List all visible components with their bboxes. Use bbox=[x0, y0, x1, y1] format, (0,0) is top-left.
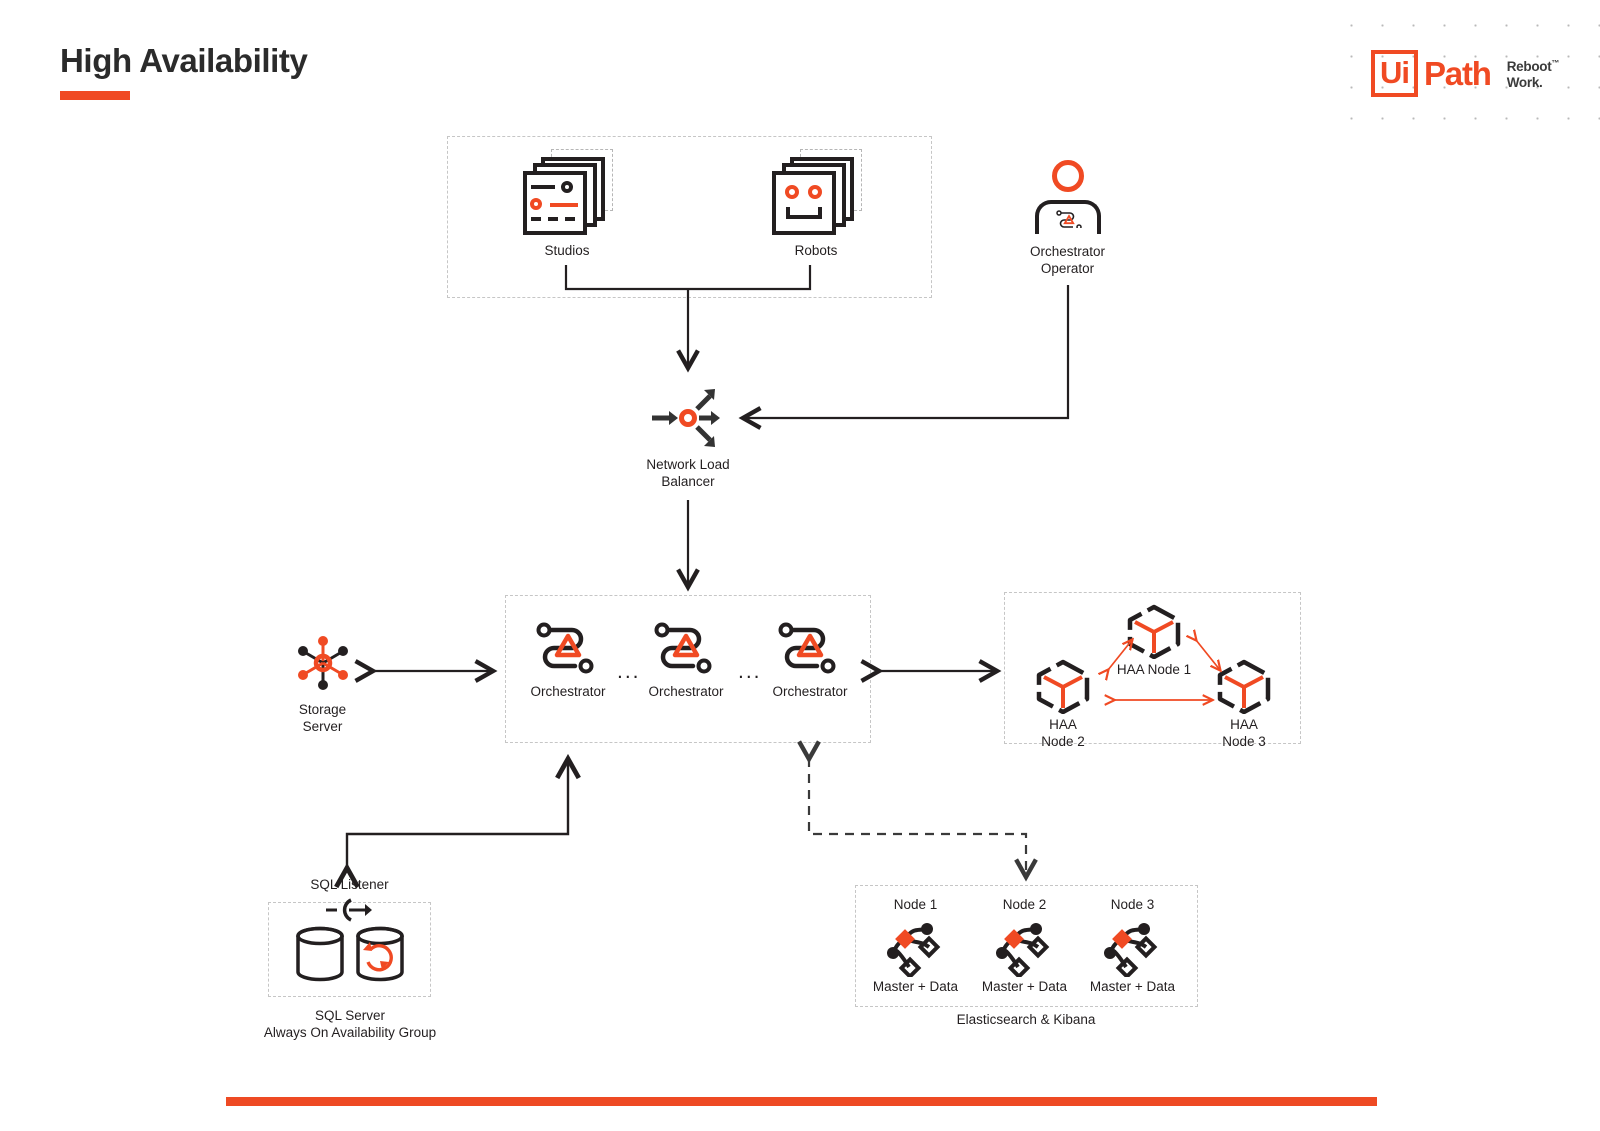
storage-server-icon bbox=[297, 636, 348, 690]
haa-cube-icon bbox=[1036, 659, 1090, 714]
sql-database-pair bbox=[286, 925, 414, 985]
sql-caption-line1: SQL Server bbox=[314, 1008, 386, 1023]
node-orchestrator-3[interactable]: Orchestrator bbox=[766, 620, 854, 700]
node-robots[interactable]: Robots bbox=[768, 149, 864, 259]
elastic-1-role: Master + Data bbox=[872, 979, 959, 995]
footer-rule bbox=[226, 1097, 1377, 1106]
haa-3-label-line1: HAA bbox=[1230, 717, 1258, 732]
studios-stack-icon bbox=[519, 157, 605, 235]
uipath-logo: Ui Path Reboot™ Work. bbox=[1371, 50, 1559, 97]
node-studios[interactable]: Studios bbox=[519, 149, 615, 259]
orchestrator-1-label: Orchestrator bbox=[530, 684, 606, 699]
orchestrator-icon bbox=[654, 622, 712, 674]
sql-server-caption: SQL Server Always On Availability Group bbox=[230, 1008, 470, 1042]
node-orchestrator-operator[interactable]: Orchestrator Operator bbox=[1001, 160, 1134, 278]
page-title: High Availability bbox=[60, 42, 308, 79]
storage-label-line1: Storage bbox=[298, 702, 347, 717]
elastic-2-title: Node 2 bbox=[1002, 897, 1047, 912]
sql-databases-icon bbox=[296, 926, 404, 982]
load-balancer-label-line1: Network Load bbox=[646, 457, 730, 472]
elasticsearch-group-box bbox=[855, 885, 1198, 1007]
orchestrator-3-label: Orchestrator bbox=[772, 684, 848, 699]
haa-1-label: HAA Node 1 bbox=[1116, 662, 1192, 677]
operator-label-line2: Operator bbox=[1040, 260, 1095, 276]
haa-replication-arrows bbox=[1004, 592, 1301, 744]
orchestrator-ellipsis-2: ... bbox=[738, 660, 762, 683]
node-network-load-balancer[interactable]: Network Load Balancer bbox=[620, 384, 756, 491]
title-underline-rule bbox=[60, 91, 130, 100]
database-cylinder-sync-icon bbox=[356, 926, 404, 982]
haa-cube-icon bbox=[1217, 659, 1271, 714]
haa-2-label-line1: HAA bbox=[1049, 717, 1077, 732]
node-elastic-1[interactable]: Node 1 Master + Data bbox=[868, 897, 963, 996]
connector-clients-merge bbox=[564, 265, 812, 291]
elastic-2-role: Master + Data bbox=[981, 979, 1068, 995]
storage-label-line2: Server bbox=[302, 718, 343, 734]
logo-tagline: Reboot™ Work. bbox=[1506, 58, 1560, 90]
robots-label: Robots bbox=[794, 243, 838, 258]
node-elastic-3[interactable]: Node 3 Master + Data bbox=[1085, 897, 1180, 996]
connector-orchestrator-elasticsearch bbox=[809, 758, 1026, 876]
connector-operator-to-loadbalancer bbox=[744, 285, 1070, 418]
haa-group-box bbox=[1004, 592, 1301, 744]
studios-label: Studios bbox=[544, 243, 590, 258]
haa-2-label-line2: Node 2 bbox=[1041, 733, 1085, 749]
elastic-3-title: Node 3 bbox=[1110, 897, 1155, 912]
network-load-balancer-icon bbox=[652, 389, 720, 447]
orchestrator-2-label: Orchestrator bbox=[648, 684, 724, 699]
orchestrator-ellipsis-1: ... bbox=[617, 660, 641, 683]
logo-ui-mark: Ui bbox=[1371, 50, 1418, 97]
operator-badge-glyph bbox=[1055, 210, 1082, 228]
elastic-node-icon bbox=[886, 923, 940, 978]
orchestrator-icon bbox=[536, 622, 594, 674]
logo-dot-grid bbox=[1330, 0, 1600, 145]
elasticsearch-caption: Elasticsearch & Kibana bbox=[886, 1012, 1166, 1028]
node-haa-1[interactable]: HAA Node 1 bbox=[1115, 603, 1193, 678]
load-balancer-label-line2: Balancer bbox=[661, 473, 715, 489]
sql-caption-line2: Always On Availability Group bbox=[263, 1024, 437, 1040]
logo-tagline-line2: Work. bbox=[1506, 74, 1543, 90]
haa-cube-icon bbox=[1127, 604, 1181, 659]
logo-tagline-line1: Reboot bbox=[1506, 59, 1552, 75]
operator-label-line1: Orchestrator bbox=[1029, 244, 1106, 259]
elastic-caption: Elasticsearch & Kibana bbox=[956, 1012, 1096, 1027]
database-cylinder-icon bbox=[296, 926, 344, 982]
elastic-3-role: Master + Data bbox=[1089, 979, 1176, 995]
logo-path-word: Path bbox=[1424, 55, 1492, 92]
node-haa-3[interactable]: HAA Node 3 bbox=[1205, 658, 1283, 751]
clients-group-box bbox=[447, 136, 932, 298]
node-orchestrator-2[interactable]: Orchestrator bbox=[642, 620, 730, 700]
elastic-1-title: Node 1 bbox=[893, 897, 938, 912]
robots-stack-icon bbox=[768, 157, 854, 235]
sql-listener-icon bbox=[325, 898, 372, 923]
node-elastic-2[interactable]: Node 2 Master + Data bbox=[977, 897, 1072, 996]
elastic-node-icon bbox=[1103, 923, 1157, 978]
node-orchestrator-1[interactable]: Orchestrator bbox=[524, 620, 612, 700]
elastic-node-icon bbox=[995, 923, 1049, 978]
logo-trademark: ™ bbox=[1551, 58, 1560, 68]
orchestrator-operator-icon bbox=[1034, 160, 1101, 236]
orchestrator-icon bbox=[778, 622, 836, 674]
connector-orchestrator-sql-listener bbox=[347, 760, 568, 869]
node-haa-2[interactable]: HAA Node 2 bbox=[1024, 658, 1102, 751]
haa-3-label-line2: Node 3 bbox=[1222, 733, 1266, 749]
node-storage-server[interactable]: Storage Server bbox=[280, 630, 365, 736]
